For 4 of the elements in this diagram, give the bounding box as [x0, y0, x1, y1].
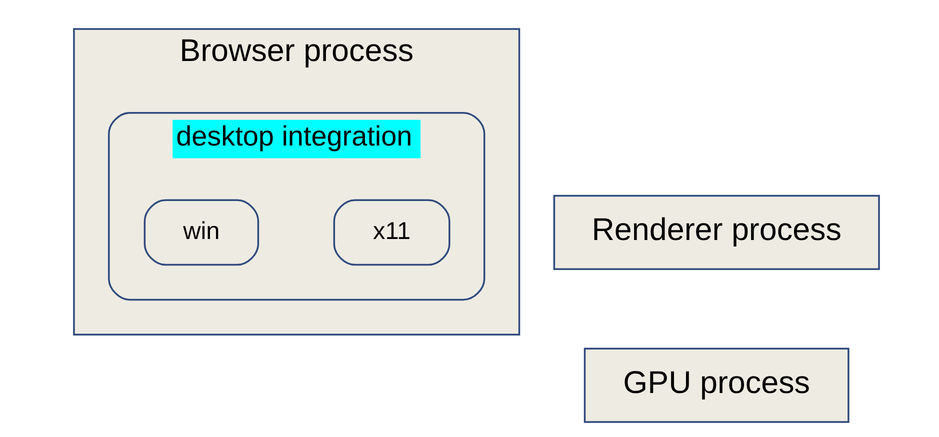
node-box: win: [144, 199, 260, 266]
node-box: Renderer process: [553, 194, 880, 270]
node-box: GPU process: [584, 348, 850, 423]
node-box: x11: [333, 199, 450, 266]
